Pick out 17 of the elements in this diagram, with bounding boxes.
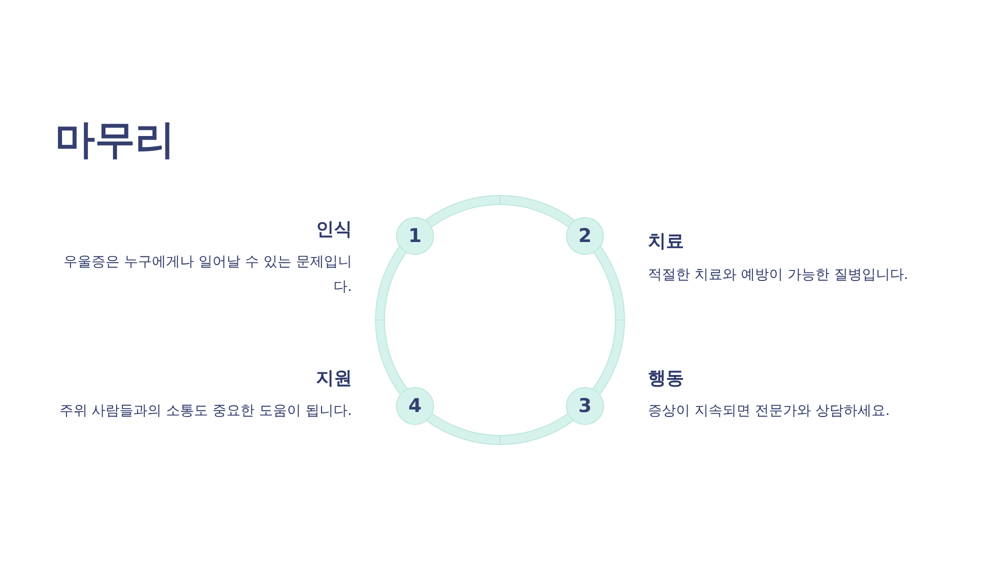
heading: 지원 (316, 367, 352, 390)
step-number: 1 (408, 225, 422, 247)
number-circle (396, 387, 434, 425)
heading: 인식 (316, 218, 352, 241)
description: 적절한 치료와 예방이 가능한 질병입니다. (648, 266, 910, 285)
description: 우울증은 누구에게나 일어날 수 있는 문제입니다. (62, 253, 352, 297)
step-number: 3 (578, 395, 592, 417)
number-circle (396, 217, 434, 255)
heading: 행동 (648, 367, 684, 390)
number-circle (566, 387, 604, 425)
heading: 치료 (648, 230, 684, 253)
step-number: 4 (408, 395, 422, 417)
number-circle (566, 217, 604, 255)
description: 증상이 지속되면 전문가와 상담하세요. (648, 402, 891, 421)
title: 마무리 (55, 116, 175, 165)
step-number: 2 (578, 225, 592, 247)
description: 주위 사람들과의 소통도 중요한 도움이 됩니다. (58, 402, 352, 421)
